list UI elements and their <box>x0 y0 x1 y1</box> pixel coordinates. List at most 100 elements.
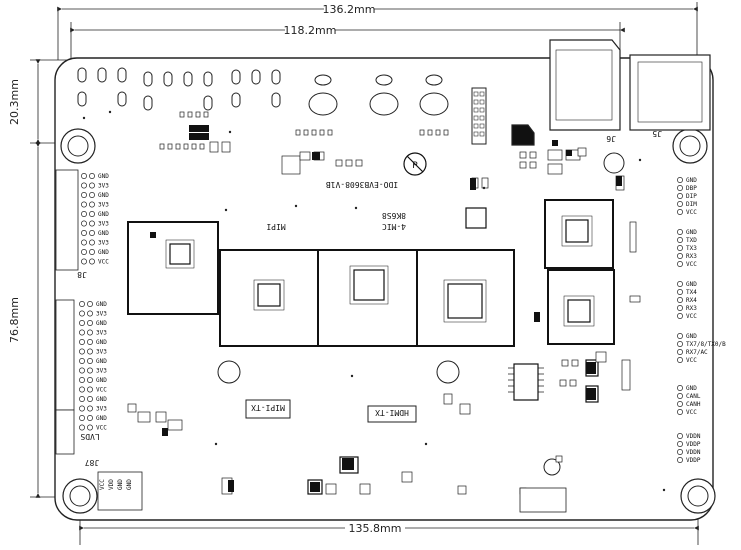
left-pin-pad <box>79 339 85 345</box>
right-pin-label: DBP <box>686 185 697 192</box>
left-pin-pad <box>89 211 95 217</box>
left-pin-label: GND <box>98 211 109 218</box>
right-pin-label: RX7/AC <box>686 349 708 356</box>
left-pin-pad <box>79 424 85 431</box>
right-pin-label: VDDP <box>686 441 701 448</box>
left-pin-pad <box>87 339 93 345</box>
right-pin-pad <box>677 393 683 399</box>
left-pin-pad <box>89 249 95 255</box>
right-pin-pad <box>677 297 683 303</box>
dim-left-main: 76.8mm <box>8 297 21 343</box>
left-pin-label: 3V3 <box>98 183 109 190</box>
left-pin-pad <box>89 239 95 246</box>
right-pin-pad <box>677 245 683 251</box>
left-headers <box>55 169 79 455</box>
module-code: 4-MIC <box>382 222 406 231</box>
left-pin-label: 3V3 <box>98 221 109 228</box>
left-pin-pad <box>87 310 93 317</box>
left-pin-label: GND <box>96 358 107 365</box>
left-pin-pad <box>89 230 95 236</box>
right-pin-label: CANL <box>686 393 701 400</box>
right-pin-pad <box>677 341 683 347</box>
right-pin-pad <box>677 349 683 355</box>
left-pin-pad <box>81 201 87 208</box>
right-pin-pad <box>677 253 683 259</box>
left-pin-label: VCC <box>96 425 107 432</box>
left-pin-label: 3V3 <box>98 240 109 247</box>
bottom-pin-label: GND <box>117 479 124 490</box>
left-pin-pad <box>87 377 93 383</box>
right-pin-label: VCC <box>686 313 697 320</box>
right-pin-pad <box>677 229 683 235</box>
left-pin-pad <box>79 396 85 402</box>
ido-logo-icon: P <box>403 152 427 176</box>
right-pin-pad <box>677 357 683 363</box>
left-pin-label: 3V3 <box>98 202 109 209</box>
component-pads <box>127 111 641 495</box>
left-pin-pad <box>81 239 87 246</box>
top-connector-pads <box>77 67 487 145</box>
left-pin-pad <box>87 415 93 421</box>
bottom-connector <box>97 471 567 513</box>
board-center-title: IDO-EVB3608-V1B <box>326 180 398 189</box>
mipi-tx-label: MIPI-TX <box>251 403 285 412</box>
left-pin-pad <box>89 182 95 189</box>
right-pin-pad <box>677 261 683 267</box>
left-pin-pad <box>81 182 87 189</box>
left-pin-pad <box>81 258 87 265</box>
right-pin-label: DIP <box>686 193 697 200</box>
left-pin-label: GND <box>96 396 107 403</box>
left-pin-pad <box>87 358 93 364</box>
left-pin-pad <box>87 348 93 355</box>
right-pin-label: VDDP <box>686 457 701 464</box>
right-pin-pad <box>677 177 683 183</box>
j7-label: J87 <box>85 458 100 467</box>
left-pin-pad <box>81 230 87 236</box>
right-pin-pad <box>677 281 683 287</box>
right-pin-pad <box>677 433 683 439</box>
right-pin-pad <box>677 237 683 243</box>
right-pin-label: TXD <box>686 237 697 244</box>
left-pin-pad <box>79 310 85 317</box>
right-pin-label: GND <box>686 229 697 236</box>
filled-components <box>150 125 622 492</box>
header-pins <box>473 91 485 137</box>
left-pin-pad <box>81 173 87 179</box>
dim-top-inner: 118.2mm <box>284 24 337 37</box>
right-pin-pad <box>677 209 683 215</box>
right-pin-label: TX3 <box>686 245 697 252</box>
left-pin-label: 3V3 <box>96 349 107 356</box>
left-pin-pad <box>79 377 85 383</box>
left-pin-pad <box>79 415 85 421</box>
sd-card-slots <box>511 39 711 146</box>
right-pin-pad <box>677 185 683 191</box>
left-pin-pad <box>79 358 85 364</box>
right-pin-label: RX4 <box>686 297 697 304</box>
left-pin-label: GND <box>96 415 107 422</box>
left-pin-pad <box>87 367 93 374</box>
right-pin-label: VDDN <box>686 449 701 456</box>
right-pin-labels: GNDDBPDIPDIMVCCGNDTXDTX3RX3VCCGNDTX4RX4R… <box>677 177 726 464</box>
right-pin-label: CANH <box>686 401 701 408</box>
left-pin-pad <box>87 329 93 336</box>
right-pin-label: GND <box>686 281 697 288</box>
right-pin-label: TX7/8/TX0/B <box>686 341 726 348</box>
left-pin-pad <box>81 220 87 227</box>
left-pin-label: GND <box>98 173 109 180</box>
right-pin-pad <box>677 313 683 319</box>
left-pin-pad <box>87 386 93 393</box>
dim-left-top: 20.3mm <box>8 79 21 125</box>
left-pin-pad <box>89 173 95 179</box>
left-pin-pad <box>87 405 93 412</box>
left-pin-pad <box>89 192 95 198</box>
right-pin-pad <box>677 333 683 339</box>
left-pin-label: GND <box>96 377 107 384</box>
bottom-pin-label: VDD <box>108 479 115 490</box>
mounting-holes <box>60 128 716 514</box>
left-pin-label: GND <box>98 249 109 256</box>
left-pin-pad <box>81 211 87 217</box>
left-pin-pad <box>89 201 95 208</box>
left-pin-pad <box>81 249 87 255</box>
